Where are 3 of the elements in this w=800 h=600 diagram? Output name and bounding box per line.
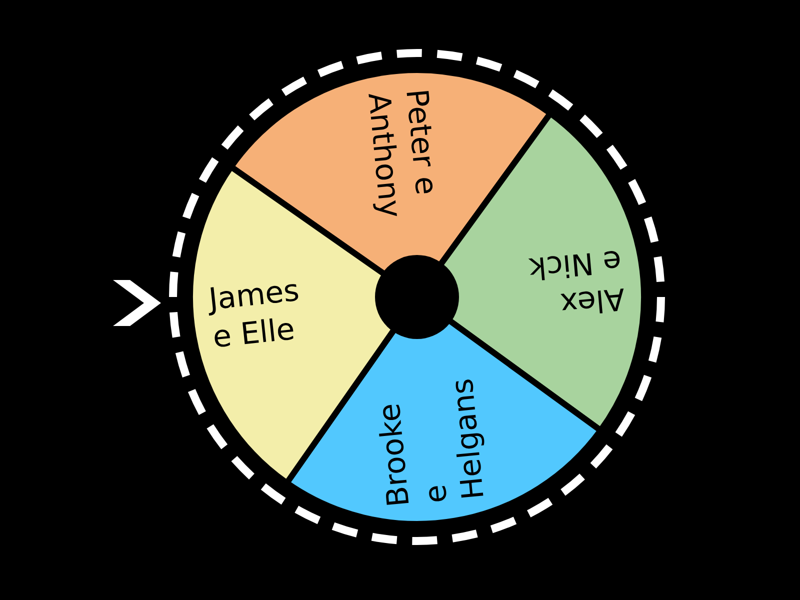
- segment-label: Alex e Nick: [528, 242, 626, 324]
- segment-label: James e Elle: [207, 272, 306, 356]
- segment-label: Peter e Anthony: [360, 87, 446, 220]
